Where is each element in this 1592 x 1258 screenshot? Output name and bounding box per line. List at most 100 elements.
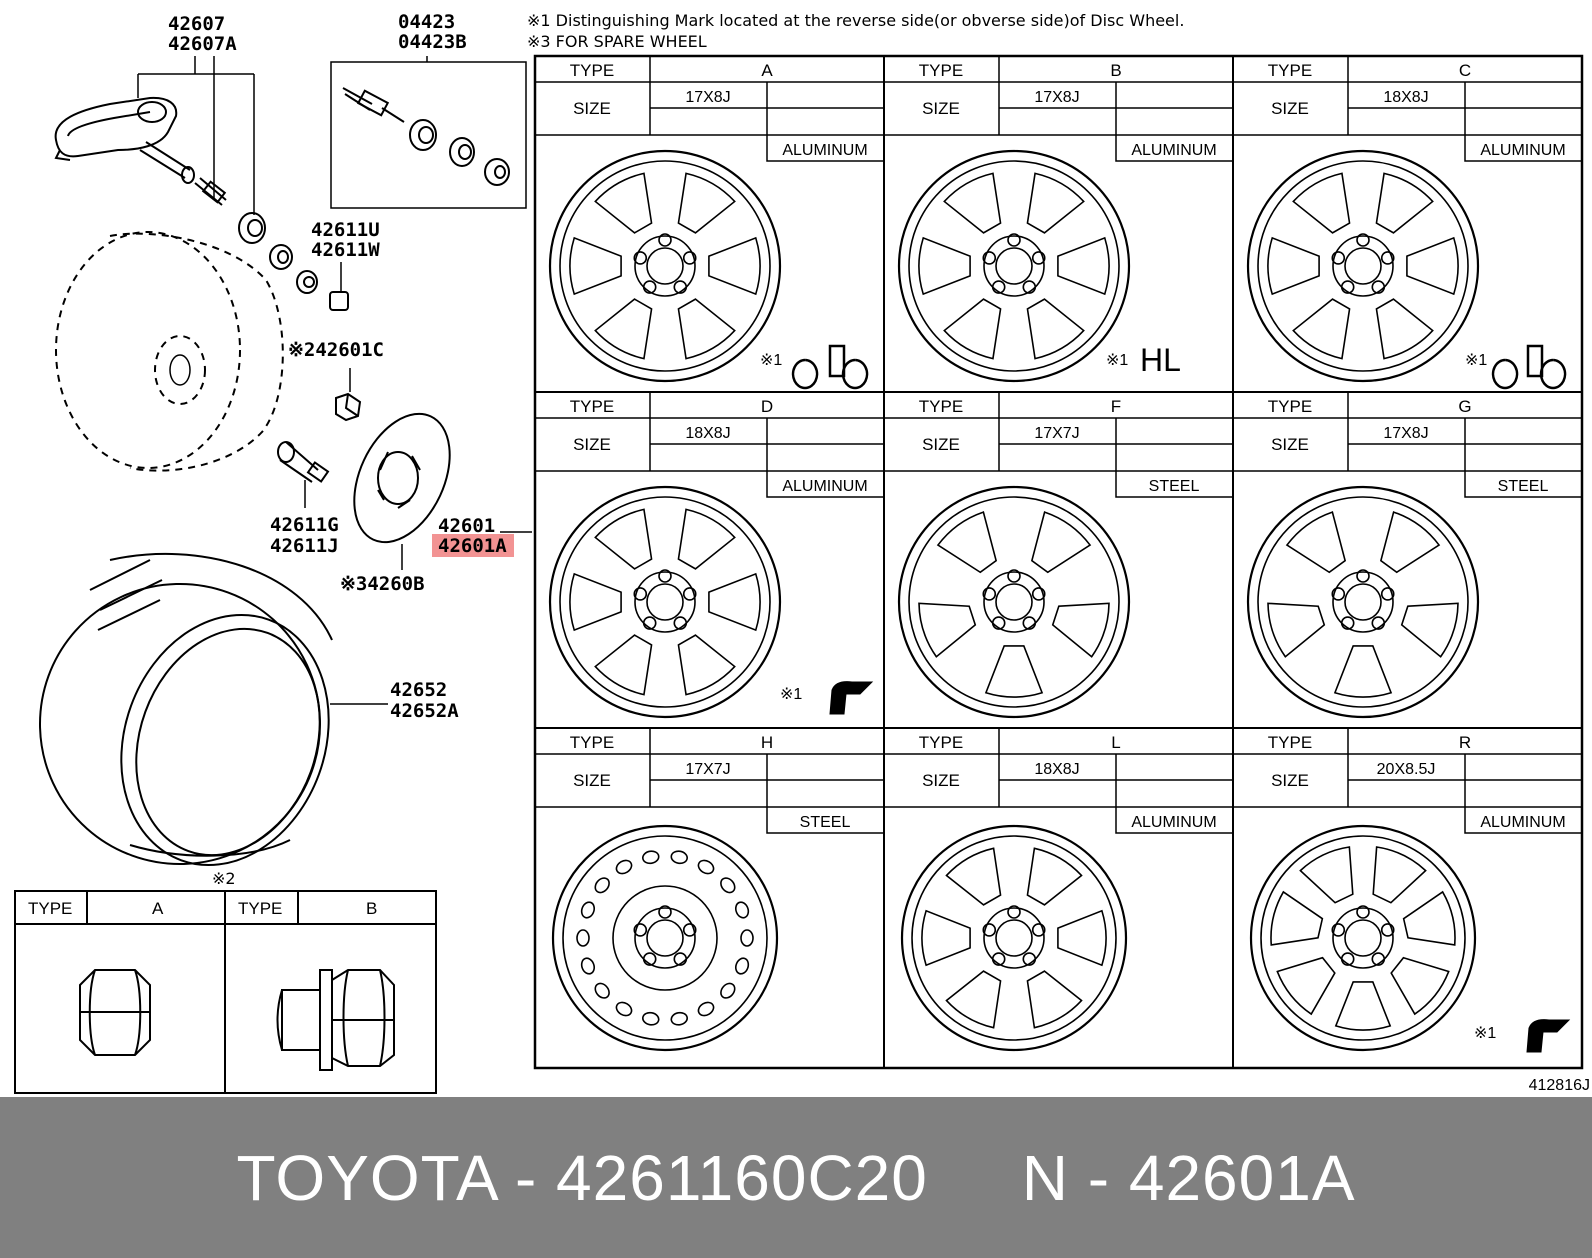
wheel-drawing-d [548,485,782,719]
type-value-r: R [1459,733,1471,752]
wheel-cell-grid-c [1233,56,1582,162]
note-spare-wheel: ※3 FOR SPARE WHEEL [527,32,707,51]
valve-stem-42611g [277,441,330,483]
size-label-f: SIZE [922,435,960,454]
size-value-h: 17X7J [685,761,730,778]
wheel-cell-grid-r [1233,728,1582,834]
wheel-cell-grid-h [535,728,884,834]
material-c: ALUMINUM [1480,142,1565,159]
size-value-b: 17X8J [1034,89,1079,106]
nut-type-b: B [366,899,377,918]
size-value-r: 20X8.5J [1377,761,1436,778]
mark-a: ※1 [760,352,782,369]
material-r: ALUMINUM [1480,814,1565,831]
type-value-d: D [761,397,773,416]
size-label-g: SIZE [1271,435,1309,454]
type-value-b: B [1110,61,1121,80]
hl-mark-b: HL [1140,342,1181,378]
callout-42611G[interactable]: 42611G [270,514,339,536]
type-label-l: TYPE [919,733,963,752]
footer-bar: TOYOTA - 4261160C20 N - 42601A [0,1097,1592,1258]
callout-42611U[interactable]: 42611U [311,219,380,241]
mark-d: ※1 [780,686,802,703]
callout-4260B[interactable]: ※34260B [340,573,425,595]
mark-r: ※1 [1474,1025,1496,1042]
wheel-drawing-r [1249,824,1477,1052]
wheel-cell-grid-b [884,56,1233,162]
note-distinguishing-mark: ※1 Distinguishing Mark located at the re… [527,11,1184,30]
nut-type-a: A [152,899,164,918]
highlight-42601A [432,534,514,557]
callout-42601A[interactable]: 42601A [438,535,507,557]
callout-42611W[interactable]: 42611W [311,239,380,261]
wheel-drawing-g [1246,485,1480,719]
wheel-ornament-42601 [353,412,451,544]
wheel-drawing-a [548,149,782,383]
parts-diagram: ※1 Distinguishing Mark located at the re… [14,11,1590,1094]
size-label-l: SIZE [922,771,960,790]
wheel-cell-grid-g [1233,392,1582,498]
size-label-a: SIZE [573,99,611,118]
nut-a-drawing [79,969,151,1056]
type-value-f: F [1111,397,1121,416]
callout-04423B[interactable]: 04423B [398,31,467,53]
wheel-cell-grid-a [535,56,884,162]
size-label-h: SIZE [573,771,611,790]
nut-type-label-a: TYPE [28,899,72,918]
nut-b-drawing [276,969,395,1071]
size-label-d: SIZE [573,435,611,454]
type-label-d: TYPE [570,397,614,416]
tire-pressure-sensor [54,96,349,311]
material-d: ALUMINUM [782,478,867,495]
callout-42607A[interactable]: 42607A [168,33,237,55]
type-label-g: TYPE [1268,397,1312,416]
mark-symbol-r [1526,1019,1571,1053]
callout-04423[interactable]: 04423 [398,11,455,33]
material-f: STEEL [1149,478,1200,495]
mark-c: ※1 [1465,352,1487,369]
type-label-r: TYPE [1268,733,1312,752]
nut-type-label-b: TYPE [238,899,282,918]
wheel-drawing-c [1246,149,1480,383]
callout-42601C[interactable]: ※242601C [288,339,384,361]
size-value-c: 18X8J [1383,89,1428,106]
material-b: ALUMINUM [1131,142,1216,159]
wheel-cell-r [1232,727,1583,1069]
leader-lines [137,56,532,705]
size-label-c: SIZE [1271,99,1309,118]
valve-kit-box [330,61,527,209]
size-label-b: SIZE [922,99,960,118]
tire-42652 [39,553,333,867]
size-value-d: 18X8J [685,425,730,442]
callout-42652A[interactable]: 42652A [390,700,459,722]
tire-wheel-assembly-dashed [55,231,284,472]
wheel-cell-grid-f [884,392,1233,498]
type-label-c: TYPE [1268,61,1312,80]
mark-symbol-c [1491,344,1567,390]
callout-42652[interactable]: 42652 [390,679,447,701]
mark-b: ※1 [1106,352,1128,369]
material-h: STEEL [800,814,851,831]
size-value-l: 18X8J [1034,761,1079,778]
callout-42607[interactable]: 42607 [168,13,225,35]
callout-42601[interactable]: 42601 [438,515,495,537]
wheel-type-table: TYPE A SIZE 17X8J ALUMINUM TYPE B SIZE 17X8J ALUM… [533,54,1584,1070]
type-value-h: H [761,733,773,752]
material-a: ALUMINUM [782,142,867,159]
size-value-a: 17X8J [685,89,730,106]
type-value-a: A [761,61,773,80]
wheel-cell-grid-l [884,728,1233,834]
type-label-h: TYPE [570,733,614,752]
material-g: STEEL [1498,478,1549,495]
type-label-a: TYPE [570,61,614,80]
size-label-r: SIZE [1271,771,1309,790]
mark-symbol-d [829,681,874,715]
wheel-drawing-f [897,485,1131,719]
type-value-g: G [1458,397,1471,416]
figure-code: 412816J [1529,1077,1590,1094]
wheel-cell-grid-d [535,392,884,498]
type-value-c: C [1459,61,1471,80]
footer-part-numbers: TOYOTA - 4261160C20 N - 42601A [236,1141,1356,1214]
callout-42611J[interactable]: 42611J [270,535,339,557]
